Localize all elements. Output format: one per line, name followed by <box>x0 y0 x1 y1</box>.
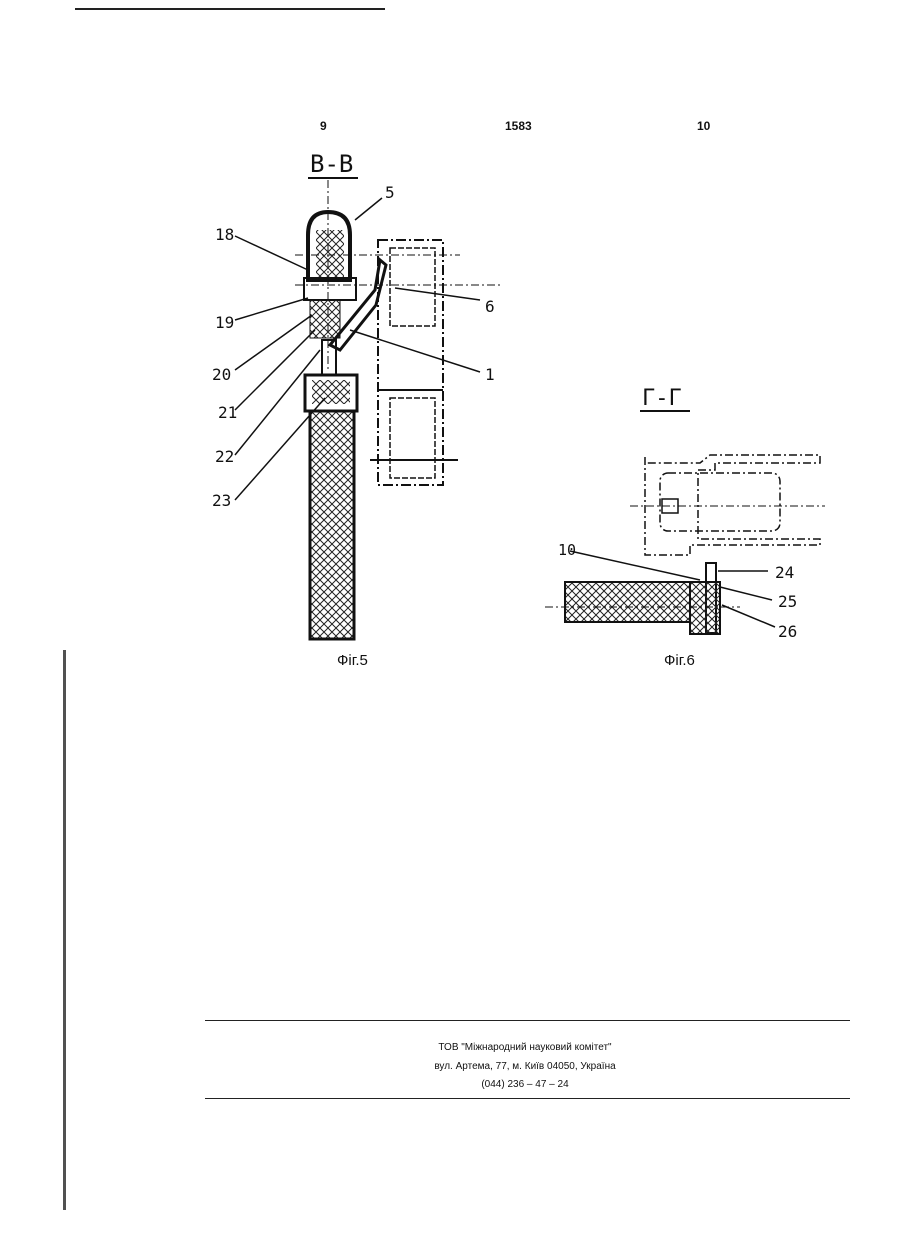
patent-number: 1583 <box>505 119 532 133</box>
fig5-caption: Фіг.5 <box>337 652 368 669</box>
fig5-callout-5: 5 <box>385 183 395 202</box>
fig6-caption: Фіг.6 <box>664 652 695 669</box>
fig5-callout-18: 18 <box>215 225 234 244</box>
page-number-right: 10 <box>697 119 710 133</box>
footer-address: вул. Артема, 77, м. Київ 04050, Україна <box>225 1061 825 1072</box>
figure-5-drawing: В-В 5 18 6 19 1 20 21 22 23 <box>200 140 520 650</box>
footer-rule-top <box>205 1020 850 1021</box>
fig5-section-label: В-В <box>310 150 353 178</box>
fig6-callout-25: 25 <box>778 592 797 611</box>
binding-edge <box>63 650 66 1210</box>
fig5-callout-23: 23 <box>212 491 231 510</box>
fig6-callout-24: 24 <box>775 563 794 582</box>
page-number-left: 9 <box>320 119 327 133</box>
footer-rule-bottom <box>205 1098 850 1099</box>
fig5-callout-1: 1 <box>485 365 495 384</box>
fig6-callout-26: 26 <box>778 622 797 641</box>
fig5-callout-22: 22 <box>215 447 234 466</box>
fig6-section-label: Г-Г <box>642 386 682 411</box>
fig5-callout-6: 6 <box>485 297 495 316</box>
fig6-callout-10: 10 <box>558 541 576 559</box>
figure-6-drawing: Г-Г 10 24 25 26 <box>540 375 840 645</box>
footer-phone: (044) 236 – 47 – 24 <box>225 1079 825 1090</box>
fig5-callout-21: 21 <box>218 403 237 422</box>
fig5-callout-20: 20 <box>212 365 231 384</box>
scan-artifact-line <box>75 8 385 10</box>
footer-org: ТОВ "Міжнародний науковий комітет" <box>225 1042 825 1053</box>
fig5-callout-19: 19 <box>215 313 234 332</box>
